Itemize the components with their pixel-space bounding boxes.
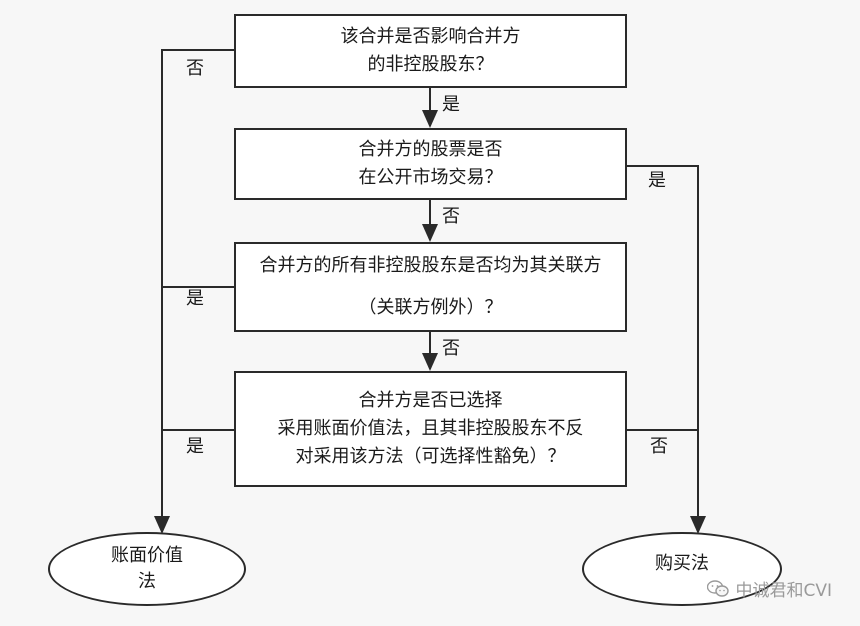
left-outcome-line-2: 法 — [138, 571, 156, 592]
label-q2-yes: 是 — [648, 170, 666, 191]
watermark: 中诚君和CVI — [707, 576, 832, 601]
label-q4-no: 否 — [650, 436, 668, 457]
wechat-icon — [707, 579, 730, 597]
decision-box-q4: 合并方是否已选择 采用账面价值法，且其非控股股东不反 对采用该方法（可选择性豁免… — [234, 371, 627, 487]
q2-line-1: 合并方的股票是否 — [358, 139, 503, 160]
outcome-book-value-method: 账面价值 法 — [48, 532, 246, 606]
decision-box-q2: 合并方的股票是否 在公开市场交易？ — [234, 128, 627, 200]
left-outcome-line-1: 账面价值 — [111, 545, 183, 566]
watermark-text: 中诚君和CVI — [735, 581, 832, 601]
q3-line-1: 合并方的所有非控股股东是否均为其关联方 — [259, 255, 602, 276]
right-spine — [627, 165, 706, 534]
outcome-purchase-method: 购买法 — [582, 532, 782, 606]
label-q3-yes: 是 — [186, 288, 204, 309]
q4-line-2: 采用账面价值法，且其非控股股东不反 — [277, 418, 584, 439]
decision-box-q3: 合并方的所有非控股股东是否均为其关联方 （关联方例外）？ — [234, 242, 627, 332]
q4-line-1: 合并方是否已选择 — [358, 390, 503, 411]
left-spine — [154, 49, 234, 534]
label-q2-no: 否 — [442, 206, 460, 227]
label-q4-yes: 是 — [186, 436, 204, 457]
q4-line-3: 对采用该方法（可选择性豁免）？ — [295, 446, 566, 467]
label-q3-no: 否 — [442, 338, 460, 359]
q1-line-2: 的非控股股东？ — [367, 54, 494, 75]
label-q1-no: 否 — [186, 58, 204, 79]
label-q1-yes: 是 — [442, 94, 460, 115]
q1-line-1: 该合并是否影响合并方 — [340, 26, 521, 47]
decision-box-q1: 该合并是否影响合并方 的非控股股东？ — [234, 14, 627, 88]
q2-line-2: 在公开市场交易？ — [358, 167, 503, 188]
right-outcome-line-1: 购买法 — [655, 553, 709, 574]
q3-line-2: （关联方例外）？ — [358, 297, 503, 318]
